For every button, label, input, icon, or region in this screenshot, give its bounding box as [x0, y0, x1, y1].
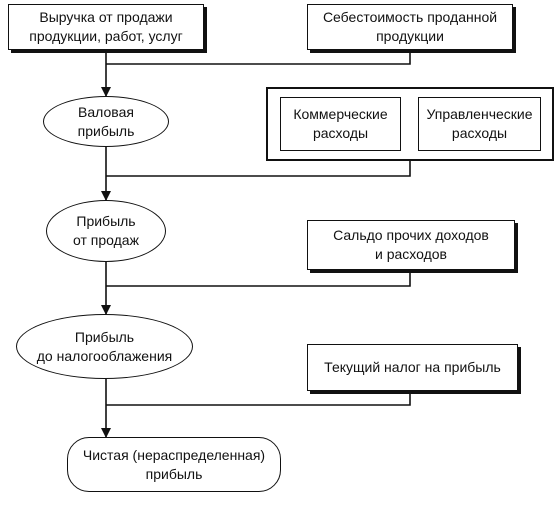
other-balance-box: Сальдо прочих доходов и расходов [307, 220, 515, 270]
arrowhead-to-sales [101, 191, 111, 201]
arrowhead-to-net [101, 428, 111, 438]
sales-profit-ellipse: Прибыль от продаж [46, 200, 166, 262]
connector-expenses-to-main [106, 161, 411, 177]
net-profit-box: Чистая (нераспределенная) прибыль [67, 437, 281, 492]
admin-expenses-box: Управленческие расходы [418, 97, 541, 151]
connector-cost-to-main [106, 50, 411, 65]
arrowhead-to-gross [101, 87, 111, 97]
revenue-box: Выручка от продажи продукции, работ, усл… [8, 4, 204, 50]
connector-tax-to-main [106, 391, 411, 406]
expenses-group-frame [266, 87, 554, 161]
commercial-expenses-box: Коммерческие расходы [280, 97, 401, 151]
pretax-profit-ellipse: Прибыль до налогооблажения [16, 314, 193, 379]
gross-profit-ellipse: Валовая прибыль [43, 96, 169, 147]
arrowhead-to-pretax [101, 305, 111, 315]
cost-box: Себестоимость проданной продукции [307, 4, 513, 50]
connector-other-to-main [106, 270, 411, 287]
current-tax-box: Текущий налог на прибыль [307, 344, 518, 391]
